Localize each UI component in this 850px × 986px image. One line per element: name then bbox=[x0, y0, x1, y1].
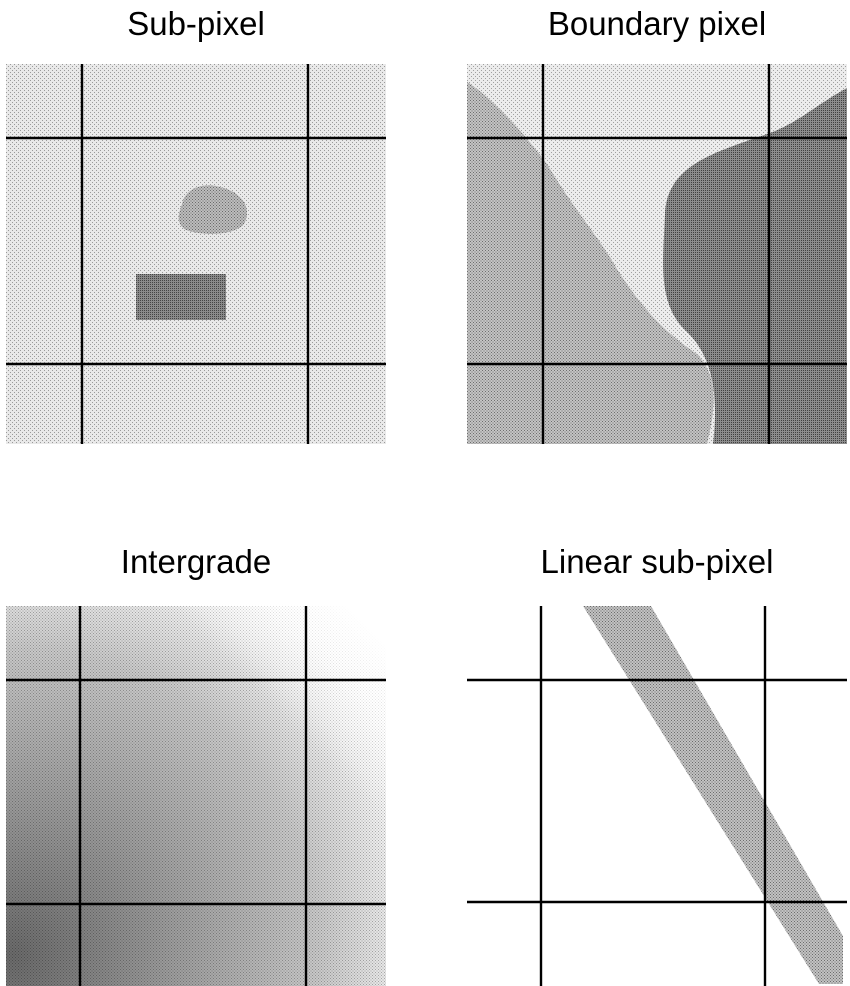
panel-title-linear-sub-pixel: Linear sub-pixel bbox=[540, 543, 774, 580]
gradient-fade bbox=[6, 606, 386, 986]
grid-lines bbox=[6, 64, 386, 444]
grid-lines bbox=[467, 64, 847, 444]
linear-sub-pixel-diagram bbox=[467, 606, 847, 986]
blob-feature bbox=[178, 185, 248, 234]
boundary-pixel-diagram bbox=[467, 64, 847, 444]
panel-title-intergrade: Intergrade bbox=[120, 543, 272, 580]
grid-lines bbox=[467, 606, 847, 986]
rectangle-feature bbox=[136, 274, 226, 320]
grid-lines bbox=[6, 606, 386, 986]
intergrade-diagram bbox=[6, 606, 386, 986]
medium-region bbox=[467, 82, 714, 444]
background-cell bbox=[6, 64, 386, 444]
linear-feature-band bbox=[583, 606, 843, 984]
sub-pixel-diagram bbox=[6, 64, 386, 444]
dark-region bbox=[663, 88, 847, 444]
panel-title-boundary-pixel: Boundary pixel bbox=[547, 5, 767, 42]
panel-title-sub-pixel: Sub-pixel bbox=[127, 5, 265, 42]
